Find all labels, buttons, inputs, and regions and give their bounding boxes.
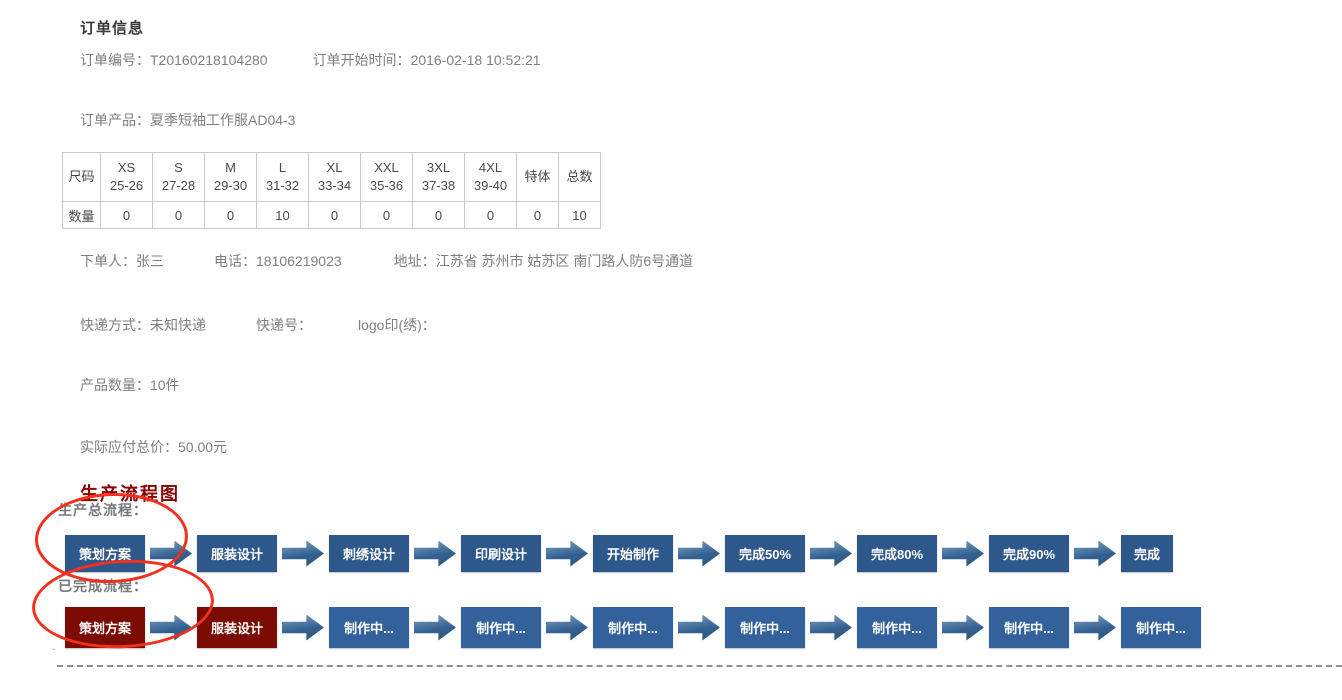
arrow-right-icon bbox=[414, 614, 456, 641]
flow-step-box: 制作中... bbox=[461, 607, 541, 648]
arrow-right-icon bbox=[546, 540, 588, 567]
flow-step-box: 印刷设计 bbox=[461, 535, 541, 572]
order-number-label: 订单编号： bbox=[80, 52, 150, 68]
completed-flow-row: 策划方案 服装设计 制作中... 制作中... 制作中... 制作中... 制作中... 制作… bbox=[65, 607, 1201, 648]
total-price-value: 50.00元 bbox=[178, 439, 228, 455]
quantity-cell: 0 bbox=[204, 201, 257, 229]
bottom-dashed-divider bbox=[57, 665, 1342, 667]
arrow-right-icon bbox=[942, 540, 984, 567]
flow-step-box: 开始制作 bbox=[593, 535, 673, 572]
arrow-right-icon bbox=[942, 614, 984, 641]
arrow-right-icon bbox=[282, 614, 324, 641]
arrow-right-icon bbox=[150, 540, 192, 567]
arrow-right-icon bbox=[546, 614, 588, 641]
quantity-cell: 0 bbox=[464, 201, 517, 229]
arrow-right-icon bbox=[678, 614, 720, 641]
quantity-cell: 0 bbox=[152, 201, 205, 229]
arrow-right-icon bbox=[282, 540, 324, 567]
arrow-right-icon bbox=[810, 540, 852, 567]
flow-step-box: 服装设计 bbox=[197, 535, 277, 572]
arrow-right-icon bbox=[1074, 540, 1116, 567]
total-flow-row: 策划方案 服装设计 刺绣设计 印刷设计 开始制作 完成50% 完成80% 完成90% 完成 bbox=[65, 535, 1173, 572]
flow-step-box: 制作中... bbox=[1121, 607, 1201, 648]
order-start-time-label: 订单开始时间： bbox=[312, 52, 411, 68]
flow-step-box: 策划方案 bbox=[65, 535, 145, 572]
flow-step-box: 完成50% bbox=[725, 535, 805, 572]
order-meta-line: 订单编号：T20160218104280 订单开始时间：2016-02-18 10… bbox=[80, 50, 541, 70]
completed-flow-label: 已完成流程： bbox=[58, 578, 148, 594]
flow-step-box: 制作中... bbox=[989, 607, 1069, 648]
arrow-right-icon bbox=[1074, 614, 1116, 641]
size-corner-header: 尺码 bbox=[62, 152, 101, 202]
product-quantity-value: 10件 bbox=[150, 377, 180, 393]
quantity-row-header: 数量 bbox=[62, 201, 101, 229]
buyer-phone-value: 18106219023 bbox=[256, 253, 342, 269]
buyer-name-label: 下单人： bbox=[80, 253, 136, 269]
total-price-line: 实际应付总价：50.00元 bbox=[80, 437, 227, 457]
arrow-right-icon bbox=[678, 540, 720, 567]
quantity-cell: 0 bbox=[412, 201, 465, 229]
quantity-cell: 0 bbox=[516, 201, 559, 229]
arrow-right-icon bbox=[414, 540, 456, 567]
quantity-cell: 10 bbox=[558, 201, 601, 229]
arrow-right-icon bbox=[810, 614, 852, 641]
buyer-name-value: 张三 bbox=[136, 253, 164, 269]
arrow-right-icon bbox=[150, 614, 192, 641]
total-price-label: 实际应付总价： bbox=[80, 439, 178, 455]
shipping-method-value: 未知快递 bbox=[150, 317, 206, 333]
shipping-method-label: 快递方式： bbox=[80, 317, 150, 333]
flow-step-box: 完成90% bbox=[989, 535, 1069, 572]
quantity-cell: 10 bbox=[256, 201, 309, 229]
buyer-line: 下单人：张三 电话：18106219023 地址：江苏省 苏州市 姑苏区 南门路人防… bbox=[80, 251, 693, 271]
size-column-header: 总数 bbox=[558, 152, 601, 202]
tracking-number-label: 快递号： bbox=[256, 317, 312, 333]
product-quantity-label: 产品数量： bbox=[80, 377, 150, 393]
flow-step-box: 制作中... bbox=[725, 607, 805, 648]
flow-step-box: 完成80% bbox=[857, 535, 937, 572]
quantity-cell: 0 bbox=[360, 201, 413, 229]
production-flow-title: 生产流程图 bbox=[80, 484, 180, 505]
flow-step-box: 制作中... bbox=[593, 607, 673, 648]
logo-print-label: logo印(绣)： bbox=[358, 317, 436, 333]
quantity-cell: 0 bbox=[100, 201, 153, 229]
order-product-line: 订单产品：夏季短袖工作服AD04-3 bbox=[80, 110, 295, 130]
page-title: 订单信息 bbox=[80, 20, 145, 38]
size-column-header: 特体 bbox=[516, 152, 559, 202]
product-quantity-line: 产品数量：10件 bbox=[80, 375, 180, 395]
flow-step-box: 制作中... bbox=[329, 607, 409, 648]
flow-step-box: 策划方案 bbox=[65, 607, 145, 648]
flow-step-box: 服装设计 bbox=[197, 607, 277, 648]
order-start-time-value: 2016-02-18 10:52:21 bbox=[410, 52, 541, 68]
quantity-cell: 0 bbox=[308, 201, 361, 229]
flow-step-box: 制作中... bbox=[857, 607, 937, 648]
order-product-value: 夏季短袖工作服AD04-3 bbox=[150, 112, 296, 128]
shipping-line: 快递方式：未知快递 快递号： logo印(绣)： bbox=[80, 315, 436, 335]
order-product-label: 订单产品： bbox=[80, 112, 150, 128]
total-flow-label: 生产总流程： bbox=[58, 502, 148, 518]
stray-mark: ` bbox=[51, 646, 58, 658]
flow-step-box: 刺绣设计 bbox=[329, 535, 409, 572]
flow-step-box: 完成 bbox=[1121, 535, 1173, 572]
buyer-address-label: 地址： bbox=[393, 253, 436, 269]
buyer-phone-label: 电话： bbox=[214, 253, 256, 269]
buyer-address-value: 江苏省 苏州市 姑苏区 南门路人防6号通道 bbox=[435, 253, 694, 269]
order-number-value: T20160218104280 bbox=[150, 52, 268, 68]
